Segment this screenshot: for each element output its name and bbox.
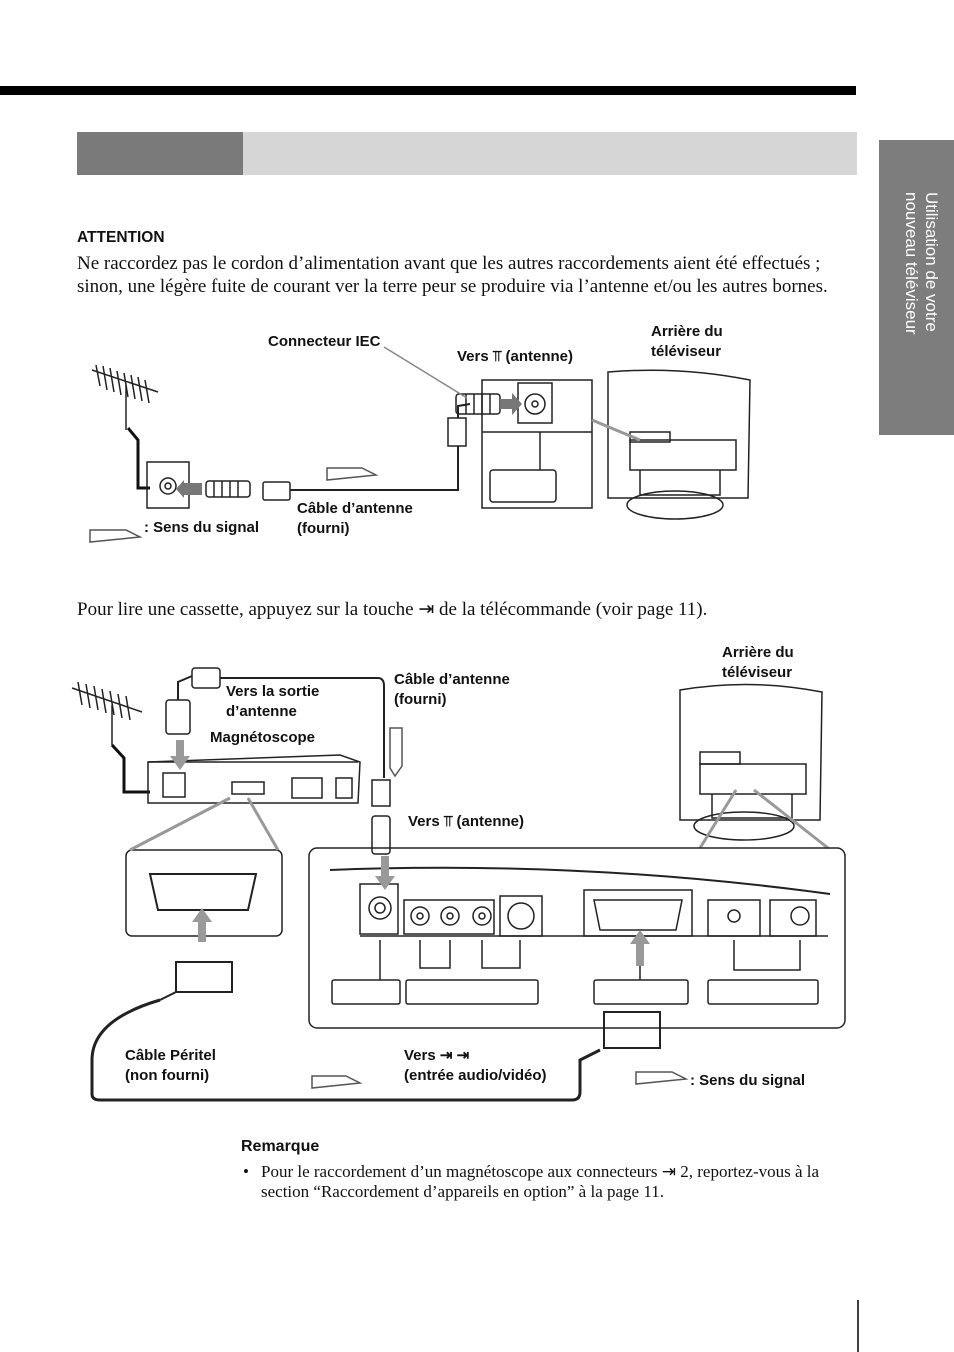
label-connecteur-iec: Connecteur IEC	[268, 333, 381, 350]
tv-back-icon	[607, 369, 751, 499]
label-cable-antenne-1: Câble d’antenne (fourni)	[297, 500, 413, 537]
label-arriere-tv-2: Arrière du téléviseur	[722, 644, 794, 681]
label-cable-peritel: Câble Péritel (non fourni)	[125, 1047, 216, 1084]
warning-text: Ne raccordez pas le cordon d’alimentatio…	[77, 253, 828, 297]
remarque-bullet: •	[243, 1162, 249, 1181]
label-sens-signal-1: : Sens du signal	[144, 519, 260, 536]
warning-title: ATTENTION	[77, 229, 165, 246]
label-vers-antenne-1: Vers ⫪ (antenne)	[457, 348, 574, 365]
label-cable-antenne-2: Câble d’antenne (fourni)	[394, 671, 510, 708]
remarque-text: Pour le raccordement d’un magnétoscope a…	[261, 1162, 820, 1201]
top-rule	[0, 86, 856, 95]
signal-arrow-legend-icon	[89, 529, 143, 543]
remarque-title: Remarque	[241, 1138, 320, 1155]
label-vers-sortie: Vers la sortie d’antenne	[226, 683, 320, 720]
label-vers-av: Vers ⇥ ⇥ (entrée audio/vidéo)	[404, 1047, 547, 1084]
label-magnetoscope: Magnétoscope	[210, 729, 316, 746]
section-header-dark	[77, 132, 243, 175]
playback-text: Pour lire une cassette, appuyez sur la t…	[77, 599, 708, 620]
antenna-icon	[91, 364, 159, 430]
label-arriere-tv-1: Arrière du téléviseur	[651, 323, 723, 360]
label-sens-signal-2: : Sens du signal	[690, 1072, 806, 1089]
side-tab: Utilisation de votre nouveau téléviseur	[879, 140, 954, 435]
tv-back-2-icon	[679, 683, 823, 821]
label-vers-antenne-2: Vers ⫪ (antenne)	[408, 813, 525, 830]
signal-arrow-icon	[326, 467, 379, 481]
signal-arrow-legend-2-icon	[635, 1071, 689, 1085]
antenna-2-icon	[71, 681, 143, 745]
